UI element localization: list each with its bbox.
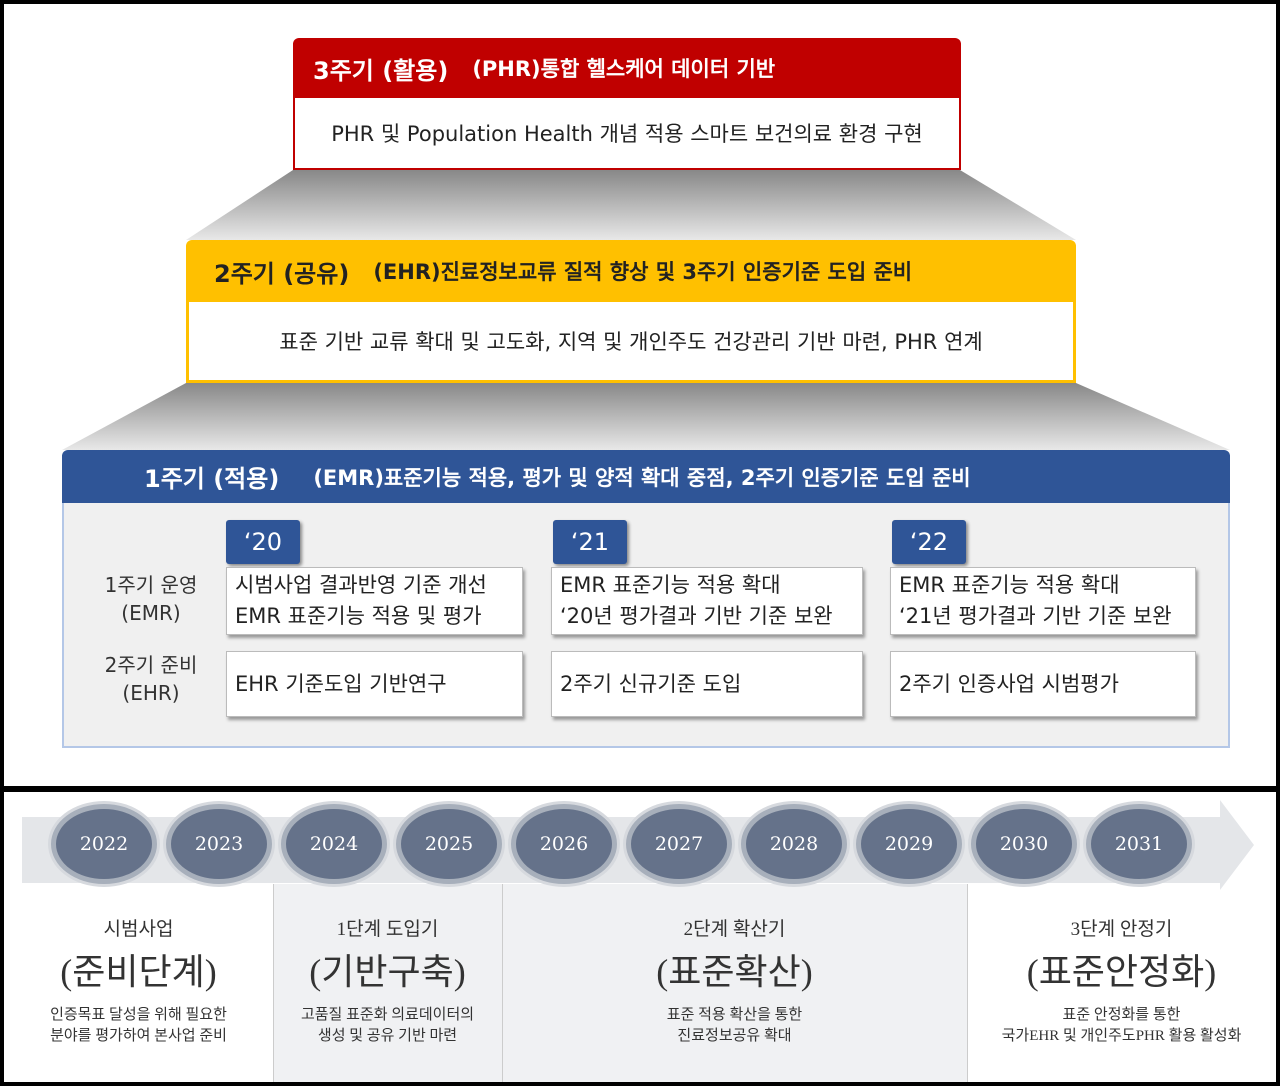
cell-line: EMR 표준기능 적용 확대 [560, 573, 781, 597]
phase-bg-2 [273, 884, 502, 1082]
row-label-line2: (EMR) [121, 601, 181, 625]
cell-line: ‘20년 평가결과 기반 기준 보완 [560, 604, 833, 628]
cycle-2-title: (EHR)진료정보교류 질적 향상 및 3주기 인증기준 도입 준비 [373, 260, 913, 284]
year-circle-2029: 2029 [856, 804, 962, 884]
year-circle-2025: 2025 [396, 804, 502, 884]
cycle-2-label: 2주기 (공유) [214, 259, 350, 288]
cycle-3-header: 3주기 (활용) (PHR)통합 헬스케어 데이터 기반 [293, 38, 961, 98]
ehr-cell-22: 2주기 인증사업 시범평가 [890, 651, 1196, 717]
cell-line: EMR 표준기능 적용 확대 [899, 573, 1120, 597]
year-badge-22: ‘22 [892, 520, 966, 564]
phase-desc-line: 표준 적용 확산을 통한 [666, 1007, 803, 1023]
year-badge-21: ‘21 [553, 520, 627, 564]
year-circle-2031: 2031 [1086, 804, 1192, 884]
cycle-1-body: 1주기 운영 (EMR) 2주기 준비 (EHR) ‘20 시범사업 결과반영 … [62, 503, 1230, 748]
phase-subtitle: 3단계 안정기 [1070, 919, 1173, 940]
phase-desc-line: 생성 및 공유 기반 마련 [317, 1028, 458, 1044]
year-circle-2024: 2024 [281, 804, 387, 884]
phase-subtitle: 시범사업 [103, 919, 174, 940]
cell-line: ‘21년 평가결과 기반 기준 보완 [899, 604, 1172, 628]
phase-desc-line: 인증목표 달성을 위해 필요한 [50, 1007, 227, 1023]
ehr-cell-21: 2주기 신규기준 도입 [551, 651, 863, 717]
emr-cell-20: 시범사업 결과반영 기준 개선 EMR 표준기능 적용 및 평가 [226, 567, 523, 635]
phase-desc-line: 고품질 표준화 의료데이터의 [300, 1007, 475, 1023]
emr-cell-21: EMR 표준기능 적용 확대 ‘20년 평가결과 기반 기준 보완 [551, 567, 863, 635]
cycle-2-desc: 표준 기반 교류 확대 및 고도화, 지역 및 개인주도 건강관리 기반 마련,… [186, 302, 1076, 383]
year-circle-2027: 2027 [626, 804, 732, 884]
year-circle-2022: 2022 [51, 804, 157, 884]
cycle-2-header: 2주기 (공유) (EHR)진료정보교류 질적 향상 및 3주기 인증기준 도입… [186, 240, 1076, 302]
year-circle-2026: 2026 [511, 804, 617, 884]
year-circle-2028: 2028 [741, 804, 847, 884]
row-label-emr: 1주기 운영 (EMR) [86, 571, 216, 627]
cycle-1-title: (EMR)표준기능 적용, 평가 및 양적 확대 중점, 2주기 인증기준 도입… [313, 465, 971, 490]
row-label-line1: 1주기 운영 [104, 573, 198, 597]
row-label-line2: (EHR) [122, 681, 180, 705]
cell-line: 시범사업 결과반영 기준 개선 [235, 573, 487, 597]
year-circle-2023: 2023 [166, 804, 272, 884]
year-badge-20: ‘20 [226, 520, 300, 564]
cycle-3-label: 3주기 (활용) [313, 56, 449, 85]
phase-title: (표준안정화) [1026, 952, 1217, 992]
cell-line: EHR 기준도입 기반연구 [235, 671, 447, 696]
phase-title: (기반구축) [309, 952, 466, 992]
phase-title: (표준확산) [656, 952, 813, 992]
cycle-1-header: 1주기 (적용) (EMR)표준기능 적용, 평가 및 양적 확대 중점, 2주… [62, 450, 1230, 503]
phase-title: (준비단계) [60, 952, 217, 992]
phase-desc-line: 국가EHR 및 개인주도PHR 활용 활성화 [1001, 1028, 1242, 1044]
ehr-cell-20: EHR 기준도입 기반연구 [226, 651, 523, 717]
cell-line: EMR 표준기능 적용 및 평가 [235, 604, 482, 628]
cycle-3-title: (PHR)통합 헬스케어 데이터 기반 [472, 57, 776, 81]
row-label-line1: 2주기 준비 [104, 653, 198, 677]
cell-line: 2주기 인증사업 시범평가 [899, 671, 1119, 696]
phase-desc-line: 진료정보공유 확대 [677, 1028, 792, 1044]
pyramid-connectors [62, 170, 1230, 450]
phase-desc-line: 표준 안정화를 통한 [1062, 1007, 1181, 1023]
connector-3-2 [186, 170, 1076, 240]
phase-bg-3 [502, 884, 967, 1082]
cell-line: 2주기 신규기준 도입 [560, 671, 742, 696]
cycle-1-label: 1주기 (적용) [144, 465, 280, 493]
row-label-ehr: 2주기 준비 (EHR) [86, 651, 216, 707]
phase-desc-line: 분야를 평가하여 본사업 준비 [50, 1028, 227, 1044]
year-circle-2030: 2030 [971, 804, 1077, 884]
certification-cycles-diagram: 3주기 (활용) (PHR)통합 헬스케어 데이터 기반 PHR 및 Popul… [4, 4, 1276, 786]
phase-subtitle: 2단계 확산기 [683, 919, 786, 940]
emr-cell-22: EMR 표준기능 적용 확대 ‘21년 평가결과 기반 기준 보완 [890, 567, 1196, 635]
phase-bg-4 [967, 884, 1276, 1082]
connector-2-1 [62, 383, 1230, 450]
phase-subtitle: 1단계 도입기 [336, 919, 439, 940]
cycle-3-desc: PHR 및 Population Health 개념 적용 스마트 보건의료 환… [293, 98, 961, 170]
